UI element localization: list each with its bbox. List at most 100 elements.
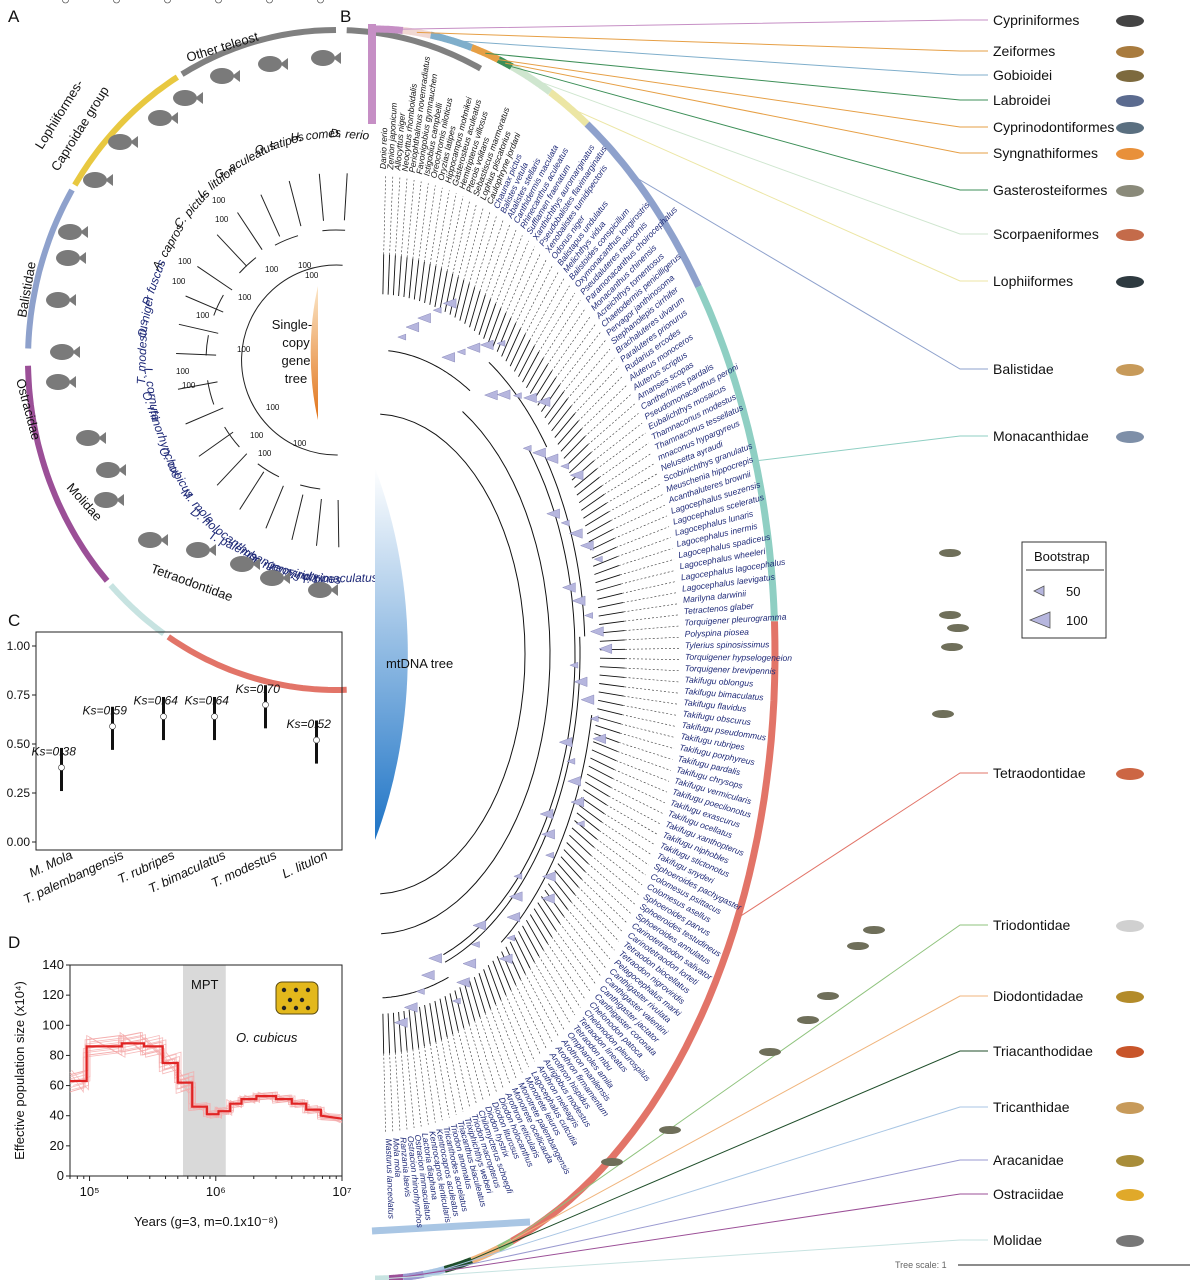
group-label-tetraodontidae: Tetraodontidae xyxy=(149,561,235,605)
tree-internal-arc xyxy=(443,448,576,956)
tree-branch xyxy=(581,797,605,814)
fish-silhouette-icon xyxy=(50,344,74,360)
panel-d-letter: D xyxy=(8,933,20,952)
bootstrap-legend: Bootstrap 50 100 xyxy=(1021,541,1107,639)
tree-branch xyxy=(178,323,219,334)
ks-label: Ks=0.38 xyxy=(32,745,77,759)
tree-branch xyxy=(586,520,611,535)
tip-leader xyxy=(490,229,517,300)
bootstrap-label: 100 xyxy=(237,345,251,354)
tip-leader xyxy=(596,432,646,470)
bootstrap-triangle-icon xyxy=(569,470,584,481)
tip-leader xyxy=(593,846,643,886)
kn-median-point xyxy=(266,0,273,4)
tree-branch xyxy=(398,1011,402,1052)
tip-leader xyxy=(529,967,565,1030)
tree-branch xyxy=(419,261,425,302)
tip-leader xyxy=(524,973,559,1037)
fish-silhouette-icon xyxy=(56,250,80,266)
tip-leader xyxy=(581,384,628,430)
tree-branch xyxy=(551,405,572,432)
tree-branch xyxy=(382,1013,385,1054)
family-fish-icon xyxy=(1116,46,1144,58)
family-fish-icon xyxy=(1116,1155,1144,1167)
bootstrap-triangle-icon xyxy=(569,661,579,669)
y-tick-label: 0.00 xyxy=(7,835,31,849)
tip-leader xyxy=(452,1034,471,1109)
bootstrap-triangle-icon xyxy=(441,352,455,363)
tree-branch xyxy=(529,364,548,394)
y-tick-label: 1.00 xyxy=(7,639,31,653)
fish-tail-icon xyxy=(195,92,203,104)
tip-leader xyxy=(441,193,457,269)
tip-leader xyxy=(524,271,559,335)
ks-label: Ks=0.64 xyxy=(185,694,230,708)
tree-branch xyxy=(469,980,481,1018)
bootstrap-triangle-icon xyxy=(593,555,603,563)
bootstrap-label: 100 xyxy=(182,381,196,390)
tip-leader xyxy=(463,207,484,281)
tree-node-arc xyxy=(205,335,209,356)
tip-leader xyxy=(446,1036,464,1112)
tip-leader xyxy=(624,658,681,660)
bootstrap-triangle-icon xyxy=(579,540,594,551)
tree-branch xyxy=(594,565,619,575)
tree-branch xyxy=(454,279,465,318)
tip-leader xyxy=(620,732,675,749)
tree-branch xyxy=(522,351,540,383)
tip-leader xyxy=(624,686,680,694)
tip-leader xyxy=(622,714,677,727)
tree-branch xyxy=(464,984,476,1021)
tree-branch xyxy=(569,452,592,474)
tip-leader xyxy=(614,769,668,793)
tree-node-arc xyxy=(274,235,299,246)
tree-branch xyxy=(560,856,582,880)
family-fish-icon xyxy=(1116,276,1144,288)
tree-branch xyxy=(598,611,624,617)
bootstrap-triangle-icon xyxy=(456,977,470,988)
tree-branch xyxy=(185,407,224,425)
family-fish-icon xyxy=(1116,991,1144,1003)
tip-leader xyxy=(520,265,553,329)
tip-leader xyxy=(559,923,601,976)
tree-branch xyxy=(541,384,561,412)
tree-branch xyxy=(216,453,248,486)
legend-large-triangle-icon xyxy=(1028,611,1051,629)
tree-branch xyxy=(434,1000,442,1040)
tree-branch xyxy=(599,657,626,660)
fish-silhouette-icon xyxy=(186,542,210,558)
tip-leader xyxy=(446,196,464,272)
kn-median-point xyxy=(113,0,120,4)
tip-leader xyxy=(559,332,601,385)
family-connector xyxy=(395,1193,988,1279)
tip-leader xyxy=(515,258,547,324)
tree-node-arc xyxy=(322,229,346,232)
tip-leader xyxy=(608,795,661,825)
tree-node-arc xyxy=(300,484,321,490)
family-fish-icon xyxy=(1116,920,1144,932)
tree-branch xyxy=(492,313,507,348)
bootstrap-triangle-icon xyxy=(562,582,576,593)
bootstrap-triangle-icon xyxy=(571,595,586,606)
tree-branch xyxy=(526,357,544,389)
family-connector xyxy=(381,1239,988,1280)
ks-median-point xyxy=(262,701,269,709)
tree-branch xyxy=(429,1003,437,1043)
tip-leader xyxy=(401,1051,408,1130)
tip-leader xyxy=(584,394,632,437)
tip-leader xyxy=(534,961,570,1023)
tree-branch xyxy=(382,254,385,295)
family-connector xyxy=(498,59,988,128)
tree-branch xyxy=(505,328,521,362)
tree-branch xyxy=(583,789,607,806)
center-line-2: copy xyxy=(282,335,310,350)
y-tick-label: 0.25 xyxy=(7,786,31,800)
fish-tail-icon xyxy=(232,70,240,82)
bootstrap-triangle-icon xyxy=(403,1002,418,1013)
tip-leader xyxy=(383,176,386,255)
tip-leader xyxy=(520,979,553,1043)
bootstrap-triangle-icon xyxy=(558,737,573,748)
y-tick-label: 140 xyxy=(42,957,64,972)
bootstrap-label: 100 xyxy=(178,257,192,266)
